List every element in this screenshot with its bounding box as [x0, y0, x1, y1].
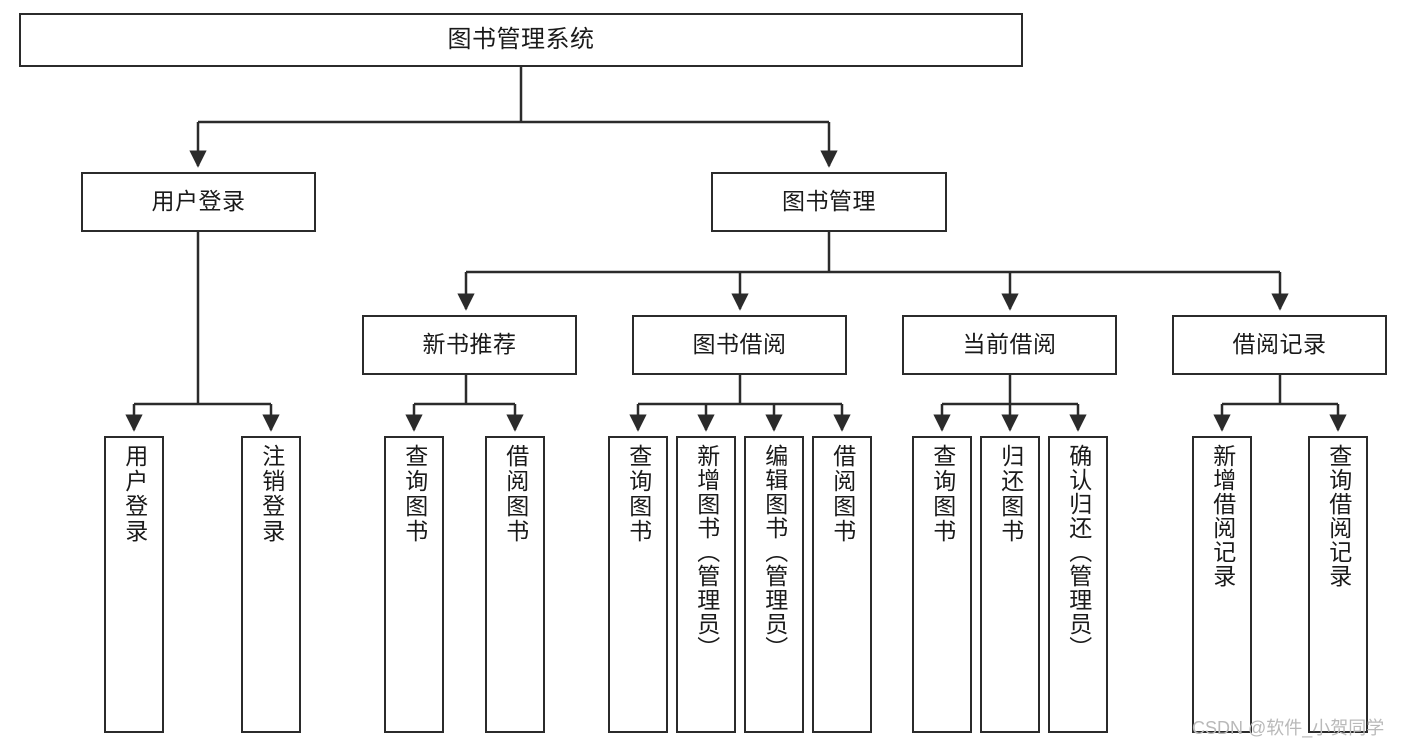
node-label: 查询图书	[401, 444, 428, 544]
node-user-login[interactable]: 用户登录	[81, 172, 316, 232]
node-label: 当前借阅	[962, 331, 1057, 358]
leaf-recommend-borrow-book[interactable]: 借阅图书	[485, 436, 545, 733]
node-label: 编辑图书（管理员）	[761, 444, 788, 660]
leaf-user-login-logout[interactable]: 注销登录	[241, 436, 301, 733]
node-label: 新增图书（管理员）	[693, 444, 720, 660]
node-root-system[interactable]: 图书管理系统	[19, 13, 1023, 67]
node-book-borrow[interactable]: 图书借阅	[632, 315, 847, 375]
node-current-borrow[interactable]: 当前借阅	[902, 315, 1117, 375]
leaf-record-query-record[interactable]: 查询借阅记录	[1308, 436, 1368, 733]
leaf-current-confirm-return-admin[interactable]: 确认归还（管理员）	[1048, 436, 1108, 733]
leaf-borrow-borrow-book[interactable]: 借阅图书	[812, 436, 872, 733]
node-label: 注销登录	[258, 444, 285, 544]
node-book-management[interactable]: 图书管理	[711, 172, 947, 232]
node-label: 借阅图书	[829, 444, 856, 544]
node-label: 新增借阅记录	[1209, 444, 1236, 588]
node-label: 查询图书	[929, 444, 956, 544]
node-borrow-record[interactable]: 借阅记录	[1172, 315, 1387, 375]
leaf-record-add-record[interactable]: 新增借阅记录	[1192, 436, 1252, 733]
node-label: 图书管理	[782, 188, 876, 215]
node-label: 归还图书	[997, 444, 1024, 544]
leaf-borrow-add-book-admin[interactable]: 新增图书（管理员）	[676, 436, 736, 733]
node-label: 图书管理系统	[447, 25, 595, 53]
leaf-current-query-book[interactable]: 查询图书	[912, 436, 972, 733]
node-label: 新书推荐	[422, 331, 517, 358]
node-label: 借阅图书	[502, 444, 529, 544]
leaf-user-login-login[interactable]: 用户登录	[104, 436, 164, 733]
node-label: 借阅记录	[1232, 331, 1327, 358]
leaf-borrow-query-book[interactable]: 查询图书	[608, 436, 668, 733]
watermark-text: CSDN @软件_小贺同学	[1192, 718, 1385, 738]
node-label: 确认归还（管理员）	[1065, 444, 1092, 660]
node-label: 用户登录	[151, 188, 246, 215]
node-label: 查询图书	[625, 444, 652, 544]
node-label: 图书借阅	[692, 331, 787, 358]
node-label: 用户登录	[121, 444, 148, 544]
node-label: 查询借阅记录	[1325, 444, 1352, 588]
leaf-recommend-query-book[interactable]: 查询图书	[384, 436, 444, 733]
leaf-current-return-book[interactable]: 归还图书	[980, 436, 1040, 733]
leaf-borrow-edit-book-admin[interactable]: 编辑图书（管理员）	[744, 436, 804, 733]
node-new-book-recommend[interactable]: 新书推荐	[362, 315, 577, 375]
